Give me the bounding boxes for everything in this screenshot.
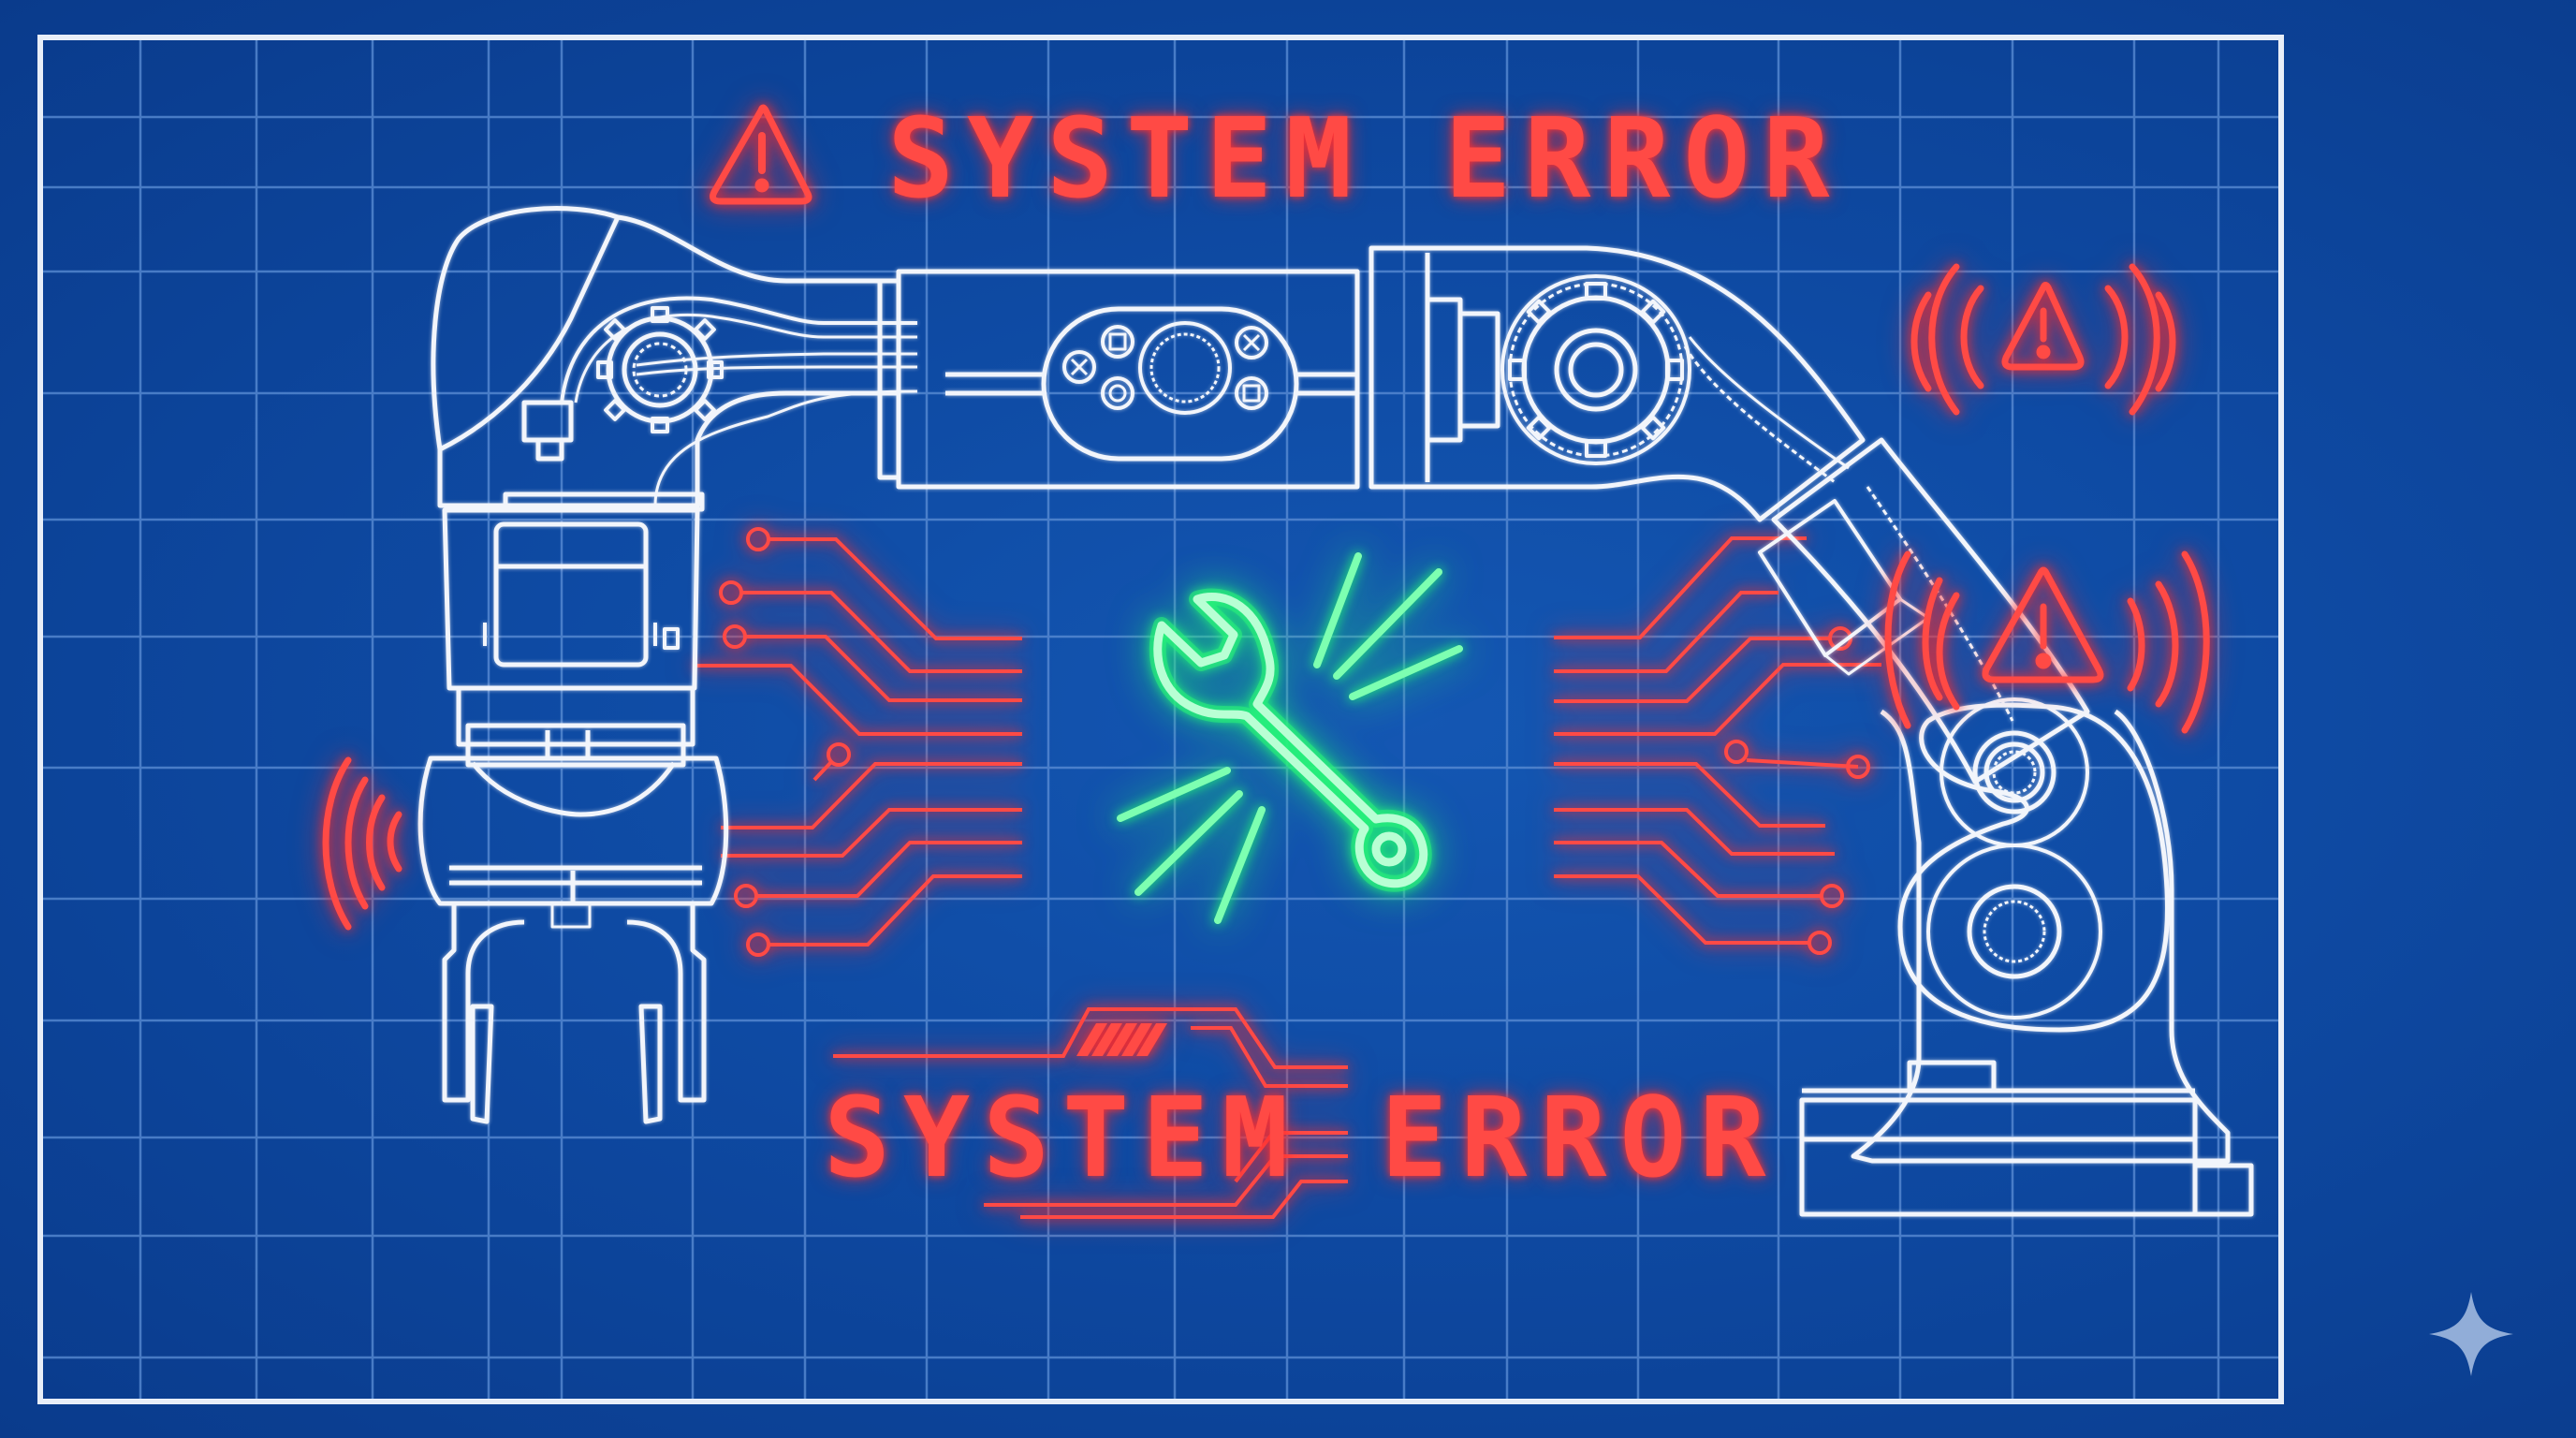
warning-alarm-icon-upper-right (1910, 263, 2176, 416)
error-banner-accent-lines (833, 1007, 1348, 1219)
sparkle-icon (2429, 1292, 2513, 1376)
hazard-stripes (1076, 1023, 1167, 1056)
robot-arm (417, 206, 2254, 1217)
system-error-title-top: SYSTEM ERROR (887, 94, 1843, 223)
warning-icon-top (710, 104, 812, 205)
warning-alarm-icon-lower-right (1884, 550, 2210, 734)
circuit-traces-right (1554, 536, 1881, 955)
system-error-title-bottom: SYSTEM ERROR (824, 1073, 1779, 1202)
blueprint-frame (37, 35, 2284, 1404)
circuit-traces-left (693, 527, 1022, 957)
wrench-repair-icon (1117, 552, 1463, 924)
signal-waves-icon-gripper (322, 756, 402, 931)
